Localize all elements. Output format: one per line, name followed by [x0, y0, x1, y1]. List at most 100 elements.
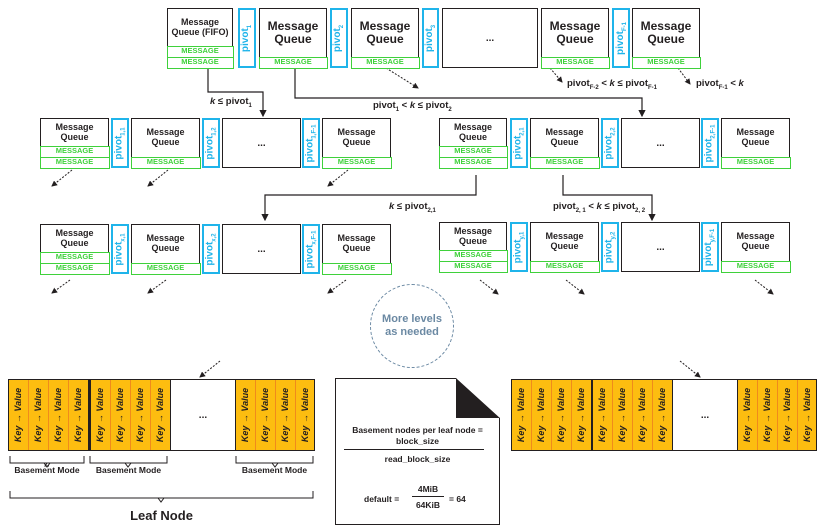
key-value-pair: Key → Value	[592, 380, 613, 450]
pivot-subscript: 2	[339, 24, 346, 28]
more-levels-annotation: More levels as needed	[370, 284, 454, 368]
pivot-label: pivot	[113, 135, 125, 160]
basement-formula-note: Basement nodes per leaf node = block_siz…	[335, 378, 500, 525]
edge-r3r-1	[479, 279, 499, 295]
message-entry: MESSAGE	[321, 262, 392, 275]
pivot-label: pivot	[204, 241, 216, 266]
formula-numerator: block_size	[396, 436, 439, 446]
pivot-1-1[interactable]: pivot1,1	[111, 118, 129, 168]
pivot-y-F-1[interactable]: pivoty,F-1	[701, 222, 719, 272]
r2r-message-queue-2[interactable]: Message Queue MESSAGE	[529, 118, 600, 169]
edge-pivotF2-dashed	[549, 67, 563, 83]
pivot-1-2[interactable]: pivot1,2	[202, 118, 220, 168]
edge-pivotF1-dashed	[677, 67, 691, 85]
root-ellipsis-box: ...	[442, 8, 538, 68]
pivot-subscript: 1	[247, 24, 254, 28]
r3r-ellipsis-box: ...	[621, 222, 700, 272]
pivot-x-1[interactable]: pivotx,1	[111, 224, 129, 274]
fraction-bar	[344, 449, 484, 450]
basement-node[interactable]: Key → Value Key → Value Key → Value Key …	[738, 380, 816, 450]
key-value-pair: Key → Value	[9, 380, 29, 450]
edge-k-le-pivot1	[207, 67, 267, 118]
root-message-queue-2[interactable]: Message Queue MESSAGE	[258, 8, 328, 69]
key-value-pair: Key → Value	[150, 380, 170, 450]
pivot-label: pivot	[603, 135, 615, 160]
pivot-label: pivot	[512, 135, 524, 160]
basement-node[interactable]: Key → Value Key → Value Key → Value Key …	[236, 380, 314, 450]
key-value-pair: Key → Value	[632, 380, 653, 450]
pivot-root-2[interactable]: pivot2	[330, 8, 348, 68]
edge-r3r-3	[754, 279, 774, 295]
basement-divider	[88, 380, 91, 450]
message-queue-title: Message Queue	[267, 19, 319, 46]
pivot-1-F-1[interactable]: pivot1,F-1	[302, 118, 320, 168]
default-denominator: 64KiB	[415, 500, 441, 510]
key-value-pair: Key → Value	[90, 380, 111, 450]
pivot-root-F-1[interactable]: pivotF-1	[612, 8, 630, 68]
pivot-label: pivot	[304, 244, 316, 268]
r3l-message-queue-2[interactable]: Message Queue MESSAGE	[130, 224, 201, 275]
pivot-x-2[interactable]: pivotx,2	[202, 224, 220, 274]
basement-node[interactable]: Key → Value Key → Value Key → Value Key …	[9, 380, 88, 450]
r3l-message-queue-3[interactable]: Message Queue MESSAGE	[321, 224, 392, 275]
pivot-y-1[interactable]: pivoty,1	[510, 222, 528, 272]
default-numerator: 4MiB	[417, 484, 439, 494]
edge-pivot21-pivot22	[562, 175, 656, 222]
r2r-message-queue-3[interactable]: Message Queue MESSAGE	[720, 118, 791, 169]
message-entry: MESSAGE	[438, 156, 508, 169]
r3r-message-queue-2[interactable]: Message Queue MESSAGE	[529, 222, 600, 273]
key-value-pair: Key → Value	[612, 380, 633, 450]
pivot-2-F-1[interactable]: pivot2,F-1	[701, 118, 719, 168]
leaf-ellipsis: ...	[169, 380, 236, 450]
r3r-message-queue-1[interactable]: Message Queue MESSAGE MESSAGE	[438, 222, 508, 273]
message-queue-title: Message Queue	[337, 233, 376, 253]
leaf-node-left[interactable]: Key → Value Key → Value Key → Value Key …	[8, 379, 315, 451]
message-queue-title: Message Queue	[736, 127, 775, 147]
pivot-root-1[interactable]: pivot1	[238, 8, 256, 68]
edge-to-leaf-left	[199, 360, 221, 378]
message-entry: MESSAGE	[631, 56, 701, 69]
pivot-subscript: 2,F-1	[710, 124, 717, 139]
root-message-queue-3[interactable]: Message Queue MESSAGE	[350, 8, 420, 69]
message-entry: MESSAGE	[130, 262, 201, 275]
message-entry: MESSAGE	[166, 56, 234, 69]
r2l-message-queue-1[interactable]: Message Queue MESSAGE MESSAGE	[39, 118, 110, 169]
pivot-2-2[interactable]: pivot2,2	[601, 118, 619, 168]
basement-node[interactable]: Key → Value Key → Value Key → Value Key …	[512, 380, 591, 450]
key-value-pair: Key → Value	[572, 380, 591, 450]
r2r-message-queue-1[interactable]: Message Queue MESSAGE MESSAGE	[438, 118, 508, 169]
message-entry: MESSAGE	[720, 260, 791, 273]
pivot-label: pivot	[512, 239, 524, 263]
pivot-subscript: 1,2	[211, 126, 218, 136]
message-queue-title: Message Queue	[736, 231, 775, 251]
more-levels-text: More levels as needed	[382, 312, 442, 338]
pivot-label: pivot	[424, 27, 436, 52]
basement-label: Basement Mode	[14, 465, 80, 475]
pivot-label: pivot	[204, 135, 216, 160]
r2l-message-queue-3[interactable]: Message Queue MESSAGE	[321, 118, 392, 169]
root-message-queue-5[interactable]: Message Queue MESSAGE	[631, 8, 701, 69]
pivot-2-1[interactable]: pivot2,1	[510, 118, 528, 168]
r2l-message-queue-2[interactable]: Message Queue MESSAGE	[130, 118, 201, 169]
basement-node[interactable]: Key → Value Key → Value Key → Value Key …	[592, 380, 672, 450]
edge-pivot1-pivot2	[294, 67, 646, 118]
root-message-queue-4[interactable]: Message Queue MESSAGE	[540, 8, 610, 69]
pivot-x-F-1[interactable]: pivotx,F-1	[302, 224, 320, 274]
r3r-message-queue-3[interactable]: Message Queue MESSAGE	[720, 222, 791, 273]
key-value-pair: Key → Value	[236, 380, 256, 450]
basement-node[interactable]: Key → Value Key → Value Key → Value Key …	[90, 380, 170, 450]
pivot-label: pivot	[304, 138, 316, 162]
root-message-queue-fifo[interactable]: Message Queue (FIFO) MESSAGE MESSAGE	[166, 8, 234, 69]
key-value-pair: Key → Value	[276, 380, 296, 450]
message-entry: MESSAGE	[258, 56, 328, 69]
pivot-root-3[interactable]: pivot3	[422, 8, 439, 68]
message-entry: MESSAGE	[529, 156, 600, 169]
leaf-node-right[interactable]: Key → Value Key → Value Key → Value Key …	[511, 379, 817, 451]
message-entry: MESSAGE	[39, 262, 110, 275]
edge-r3r-2	[565, 279, 585, 295]
pivot-subscript: 1,F-1	[311, 124, 318, 139]
pivot-y-2[interactable]: pivoty,2	[601, 222, 619, 272]
edge-label-pivotF2-k-pivotF1: pivotF-2 < k ≤ pivotF-1	[567, 78, 658, 91]
r2l-ellipsis-box: ...	[222, 118, 301, 168]
r3l-message-queue-1[interactable]: Message Queue MESSAGE MESSAGE	[39, 224, 110, 275]
